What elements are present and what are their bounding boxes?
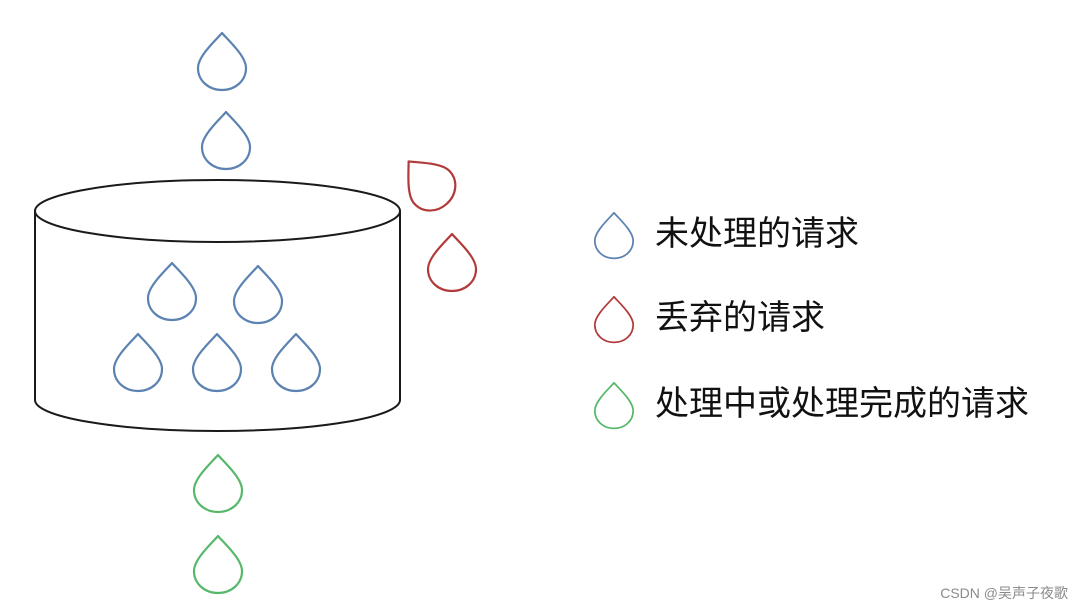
- red-drop-icon: [593, 295, 635, 344]
- processed-drop-2: [192, 534, 244, 595]
- dropped-requests: [389, 144, 478, 293]
- legend-label-dropped: 丢弃的请求: [655, 298, 825, 338]
- incoming-requests: [196, 31, 252, 171]
- queued-drop-5: [270, 332, 322, 393]
- legend-label-processed: 处理中或处理完成的请求: [655, 384, 1029, 424]
- dropped-drop-1: [389, 144, 466, 221]
- bucket: [34, 179, 401, 432]
- queued-drop-2: [232, 264, 284, 325]
- bucket-top-ellipse: [34, 179, 401, 243]
- bucket-bottom-curve: [34, 399, 401, 432]
- csdn-watermark: CSDN @吴声子夜歌: [940, 585, 1068, 601]
- queued-drop-3: [112, 332, 164, 393]
- queued-drop-4: [191, 332, 243, 393]
- queued-requests: [112, 261, 322, 393]
- processed-drop-1: [192, 453, 244, 514]
- incoming-drop-2: [200, 110, 252, 171]
- legend: 未处理的请求 丢弃的请求 处理中或处理完成的请求: [593, 211, 1029, 430]
- queued-drop-1: [146, 261, 198, 322]
- dropped-drop-2: [426, 232, 478, 293]
- legend-item-dropped: 丢弃的请求: [593, 295, 825, 344]
- processed-requests: [192, 453, 244, 595]
- legend-item-processed: 处理中或处理完成的请求: [593, 381, 1029, 430]
- incoming-drop-1: [196, 31, 248, 92]
- blue-drop-icon: [593, 211, 635, 260]
- legend-label-pending: 未处理的请求: [655, 214, 859, 254]
- legend-item-pending: 未处理的请求: [593, 211, 859, 260]
- green-drop-icon: [593, 381, 635, 430]
